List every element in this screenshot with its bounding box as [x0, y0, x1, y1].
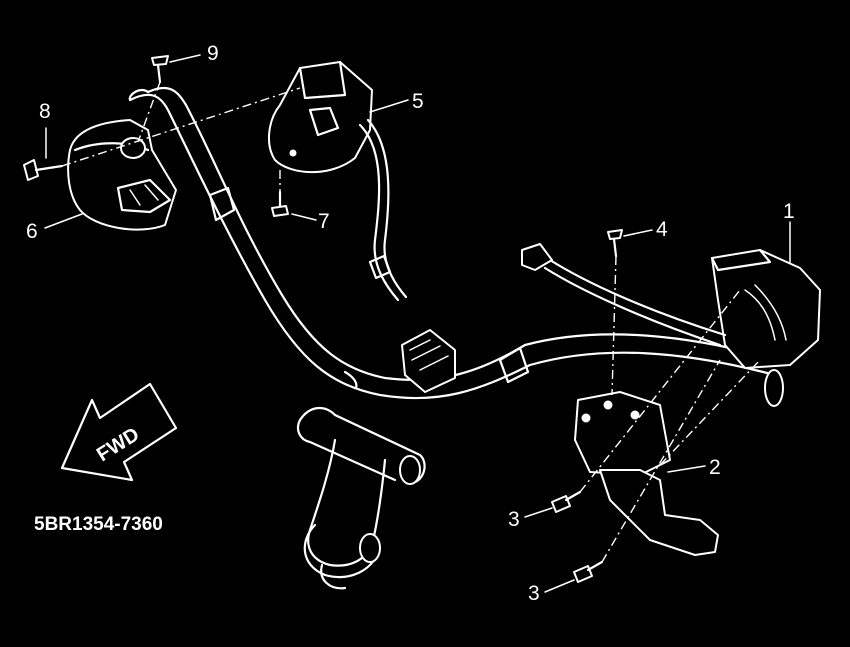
riser-mount [296, 407, 426, 590]
switch-housing-1 [521, 243, 821, 369]
callout-8: 7 [318, 210, 330, 233]
drawing-code: 5BR1354-7360 [34, 514, 163, 535]
fwd-direction-arrow: FWD [60, 382, 178, 482]
callout-leaders [44, 54, 791, 593]
screw-3-upper [551, 490, 582, 513]
callout-1: 1 [783, 200, 795, 223]
bracket-2 [574, 391, 719, 556]
callout-2: 2 [709, 456, 721, 479]
callout-4: 4 [656, 218, 668, 241]
screw-7 [23, 159, 64, 181]
callout-9: 9 [207, 42, 219, 65]
callout-6: 6 [26, 220, 38, 243]
switch-housing-5 [268, 60, 456, 393]
screw-4 [607, 229, 623, 258]
assembly-guide-lines [61, 81, 761, 563]
callout-3-upper: 3 [508, 508, 520, 531]
handlebar [128, 86, 784, 407]
callout-5: 5 [412, 90, 424, 113]
callout-7: 8 [39, 100, 51, 123]
callout-3-lower: 3 [528, 582, 540, 605]
callout-labels: 9 8 5 6 7 4 1 2 3 3 [26, 42, 795, 605]
screw-8 [271, 190, 289, 217]
screw-9 [151, 55, 169, 84]
fwd-label: FWD [93, 423, 143, 466]
screw-3-lower [573, 560, 604, 583]
switch-housing-6 [67, 119, 177, 231]
